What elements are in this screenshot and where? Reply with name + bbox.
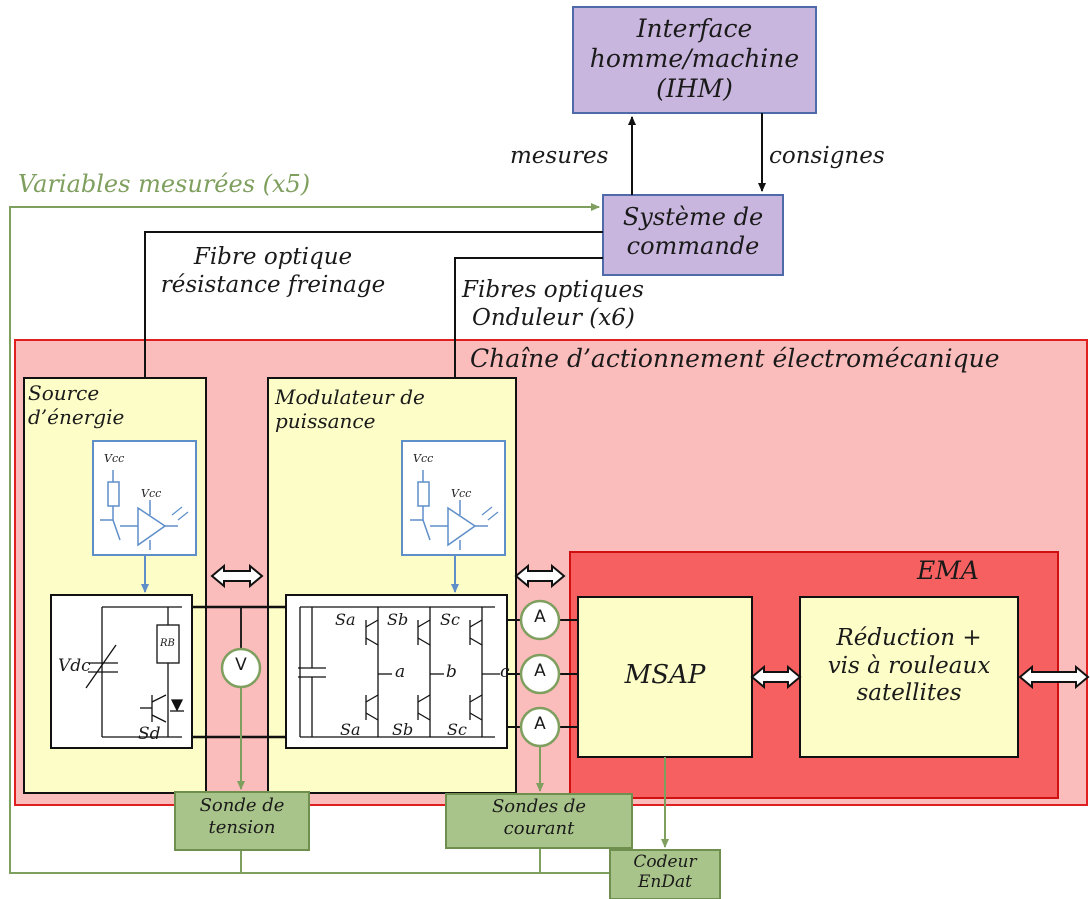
optocoupler-modulateur	[401, 440, 506, 556]
modulateur-line2: puissance	[275, 409, 376, 433]
vcc-label-3: Vcc	[413, 452, 434, 465]
fibres-onduleur-line1: Fibres optiques	[462, 277, 644, 303]
sa-top-label: Sa	[335, 610, 356, 629]
sonde-tension-line1: Sonde de	[199, 795, 285, 816]
consignes-label: consignes	[769, 143, 885, 169]
coupling-arrow-source-modulateur	[210, 563, 264, 589]
ihm-line3: (IHM)	[656, 74, 733, 103]
voltmeter-icon	[220, 647, 262, 689]
reduction-line2: vis à rouleaux	[827, 652, 991, 679]
node-b-label: b	[446, 662, 457, 682]
mesures-label: mesures	[510, 143, 609, 169]
sondes-courant-line2: courant	[503, 817, 575, 839]
ihm-box	[572, 6, 817, 114]
node-c-label: c	[500, 662, 510, 682]
sc-top-label: Sc	[440, 610, 460, 629]
sondes-courant-line1: Sondes de	[491, 796, 587, 817]
voltmeter-letter: V	[235, 655, 247, 675]
source-line2: d’énergie	[28, 405, 125, 429]
codeur-label: Codeur EnDat	[610, 852, 720, 893]
sondes-courant-label: Sondes de courant	[446, 796, 632, 839]
controller-label: Système de commande	[603, 203, 783, 261]
controller-box	[602, 194, 784, 276]
node-a-label: a	[395, 662, 406, 682]
ihm-line2: homme/machine	[589, 44, 800, 73]
ammeter-icon-c	[519, 706, 561, 748]
sonde-tension-label: Sonde de tension	[175, 795, 309, 838]
vcc-label-1: Vcc	[104, 452, 125, 465]
sonde-tension-box	[174, 791, 310, 851]
chain-title: Chaîne d’actionnement électromécanique	[470, 344, 1000, 373]
modulateur-label: Modulateur de puissance	[275, 385, 425, 433]
codeur-box	[609, 849, 721, 899]
codeur-line2: EnDat	[638, 872, 692, 893]
reduction-line3: satellites	[856, 680, 962, 707]
ema-title: EMA	[917, 556, 979, 585]
controller-line1: Système de	[622, 203, 764, 231]
sa-bottom-label: Sa	[340, 720, 361, 739]
msap-box	[577, 596, 753, 758]
rb-label: RB	[160, 638, 175, 649]
fibre-freinage-line	[141, 231, 603, 441]
vcc-label-4: Vcc	[451, 487, 472, 500]
ammeter-letter-b: A	[534, 661, 546, 681]
fibre-freinage-line2: résistance freinage	[160, 271, 386, 298]
braking-circuit	[85, 606, 184, 738]
codeur-line1: Codeur	[633, 852, 697, 872]
fibre-freinage-line1: Fibre optique	[193, 244, 353, 270]
ihm-line1: Interface	[636, 14, 753, 43]
controller-line2: commande	[626, 231, 760, 260]
ammeter-icon-a	[519, 599, 561, 641]
ammeter-letter-c: A	[534, 714, 546, 734]
sb-bottom-label: Sb	[392, 720, 414, 739]
sondes-courant-box	[445, 793, 633, 849]
source-line1: Source	[28, 381, 100, 405]
optocoupler-source	[92, 440, 197, 556]
ammeter-letter-a: A	[534, 607, 546, 627]
vdc-label: Vdc	[58, 656, 91, 676]
modulateur-line1: Modulateur de	[275, 385, 425, 409]
sc-bottom-label: Sc	[447, 720, 467, 739]
reduction-box	[799, 596, 1019, 758]
sonde-tension-line2: tension	[208, 816, 276, 838]
msap-label: MSAP	[624, 660, 706, 690]
inverter-circuit	[298, 606, 500, 738]
coupling-arrow-modulateur-ema	[514, 563, 566, 589]
reduction-line1: Réduction +	[836, 625, 982, 651]
sd-label: Sd	[138, 724, 161, 744]
reduction-label: Réduction + vis à rouleaux satellites	[800, 625, 1018, 708]
ammeter-icon-b	[519, 653, 561, 695]
fibres-onduleur-label: Fibres optiques Onduleur (x6)	[462, 277, 644, 332]
fibre-freinage-label: Fibre optique résistance freinage	[140, 244, 406, 299]
ihm-label: Interface homme/machine (IHM)	[573, 14, 816, 104]
sb-top-label: Sb	[387, 610, 409, 629]
vcc-label-2: Vcc	[141, 487, 162, 500]
fibres-onduleur-line2: Onduleur (x6)	[472, 304, 635, 331]
coupling-arrow-output	[1018, 664, 1090, 690]
coupling-arrow-msap-reduction	[750, 664, 802, 690]
source-label: Source d’énergie	[28, 381, 124, 429]
variables-mesurees-label: Variables mesurées (x5)	[18, 170, 311, 198]
feedback-line	[9, 203, 610, 874]
